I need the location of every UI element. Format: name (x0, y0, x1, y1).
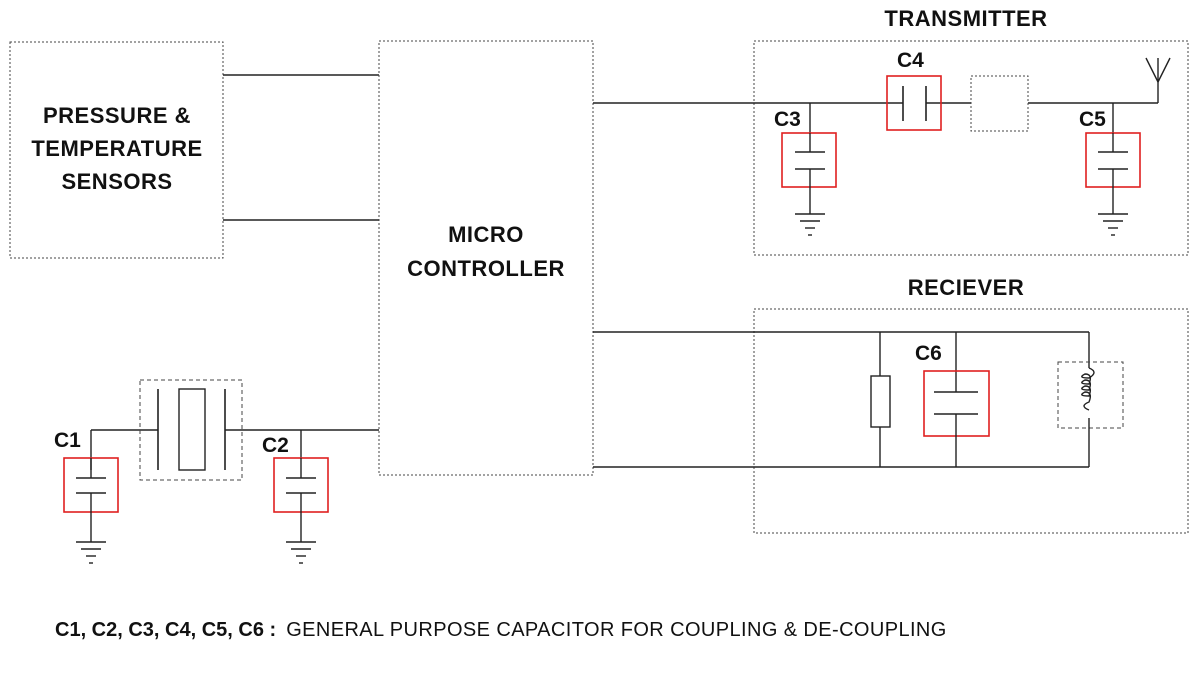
legend-keys: C1, C2, C3, C4, C5, C6 : (55, 619, 276, 641)
antenna-icon (1145, 57, 1171, 103)
receiver-section: RECIEVER C6 (593, 275, 1189, 534)
sensors-label-line1: PRESSURE & (43, 103, 191, 128)
mcu-label-line1: MICRO (448, 222, 524, 247)
legend-text: GENERAL PURPOSE CAPACITOR FOR COUPLING &… (286, 619, 947, 641)
transmitter-block (753, 40, 1189, 256)
mcu-label-line2: CONTROLLER (407, 256, 565, 281)
inductor-coil (1081, 367, 1095, 411)
resistor (870, 375, 891, 428)
inductor-box (1057, 361, 1124, 429)
c6-label: C6 (915, 342, 942, 365)
sensors-label-line2: TEMPERATURE (31, 136, 202, 161)
sensors-label-line3: SENSORS (61, 169, 172, 194)
c1-label: C1 (54, 429, 81, 452)
ground-icon (76, 541, 106, 564)
ground-icon (286, 541, 316, 564)
crystal-oscillator-circuit: C1 C2 (54, 379, 379, 564)
c4-label: C4 (897, 49, 924, 72)
crystal-element (178, 388, 206, 471)
ground-icon (795, 213, 825, 236)
c4-highlight (886, 75, 942, 131)
receiver-label: RECIEVER (908, 275, 1024, 300)
c3-highlight (781, 132, 837, 188)
c5-label: C5 (1079, 108, 1106, 131)
sensors-block (9, 41, 224, 259)
crystal-box (139, 379, 243, 481)
transmitter-section: TRANSMITTER C4 C3 (593, 6, 1189, 256)
c2-label: C2 (262, 434, 289, 457)
ground-icon (1098, 213, 1128, 236)
receiver-block (753, 308, 1189, 534)
transmitter-module (970, 75, 1029, 132)
transmitter-label: TRANSMITTER (884, 6, 1047, 31)
c3-label: C3 (774, 108, 801, 131)
legend: C1, C2, C3, C4, C5, C6 : GENERAL PURPOSE… (55, 619, 947, 641)
